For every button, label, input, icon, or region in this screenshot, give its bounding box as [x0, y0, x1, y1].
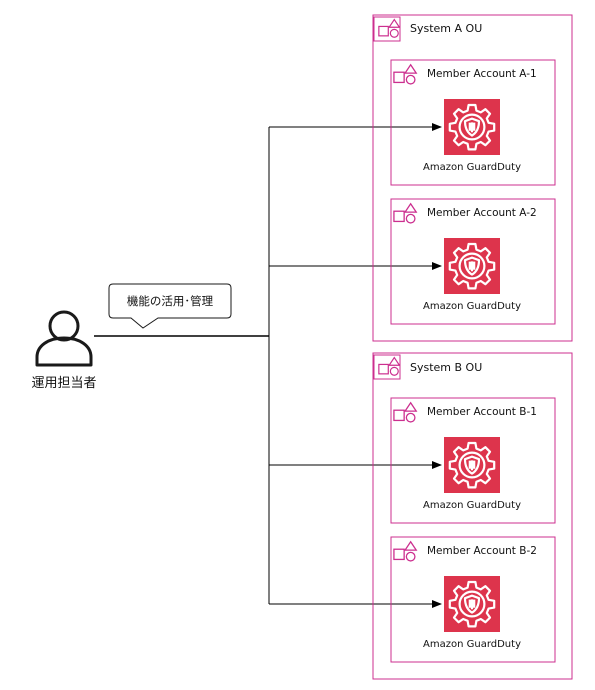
callout-shape	[108, 283, 232, 329]
account-label: Member Account B-2	[427, 545, 537, 557]
account-a1: Member Account A-1 Amazon GuardDuty	[390, 59, 556, 186]
account-a2: Member Account A-2 Amazon GuardDuty	[390, 198, 556, 325]
ou-group-icon	[373, 354, 401, 380]
account-b1: Member Account B-1 Amazon GuardDuty	[390, 397, 556, 524]
ou-container	[372, 14, 573, 342]
ou-system-a: System A OU Member Account A-1 Amazon Gu…	[372, 14, 573, 342]
operator: 運用担当者	[31, 310, 97, 391]
guardduty-icon	[444, 576, 500, 632]
guardduty-icon	[444, 99, 500, 155]
ou-label: System B OU	[410, 361, 482, 374]
service-label: Amazon GuardDuty	[423, 639, 521, 650]
ou-label: System A OU	[410, 22, 482, 35]
guardduty-icon	[444, 437, 500, 493]
account-label: Member Account A-2	[427, 207, 537, 219]
ou-container	[372, 352, 573, 680]
account-b2: Member Account B-2 Amazon GuardDuty	[390, 536, 556, 663]
guardduty-icon	[444, 238, 500, 294]
account-container	[390, 397, 556, 524]
account-container	[390, 59, 556, 186]
account-icon	[393, 402, 417, 423]
account-container	[390, 198, 556, 325]
callout-text: 機能の活用･管理	[127, 294, 214, 308]
ou-group-icon	[373, 16, 401, 42]
operator-label: 運用担当者	[31, 376, 96, 391]
callout-bubble: 機能の活用･管理	[108, 283, 232, 329]
service-label: Amazon GuardDuty	[423, 500, 521, 511]
account-icon	[393, 64, 417, 85]
service-label: Amazon GuardDuty	[423, 301, 521, 312]
account-label: Member Account B-1	[427, 406, 537, 418]
ou-system-b: System B OU Member Account B-1 Amazon Gu…	[372, 352, 573, 680]
account-icon	[393, 203, 417, 224]
user-icon	[35, 310, 93, 367]
account-label: Member Account A-1	[427, 68, 537, 80]
account-icon	[393, 541, 417, 562]
connectors	[94, 123, 442, 608]
service-label: Amazon GuardDuty	[423, 162, 521, 173]
account-container	[390, 536, 556, 663]
